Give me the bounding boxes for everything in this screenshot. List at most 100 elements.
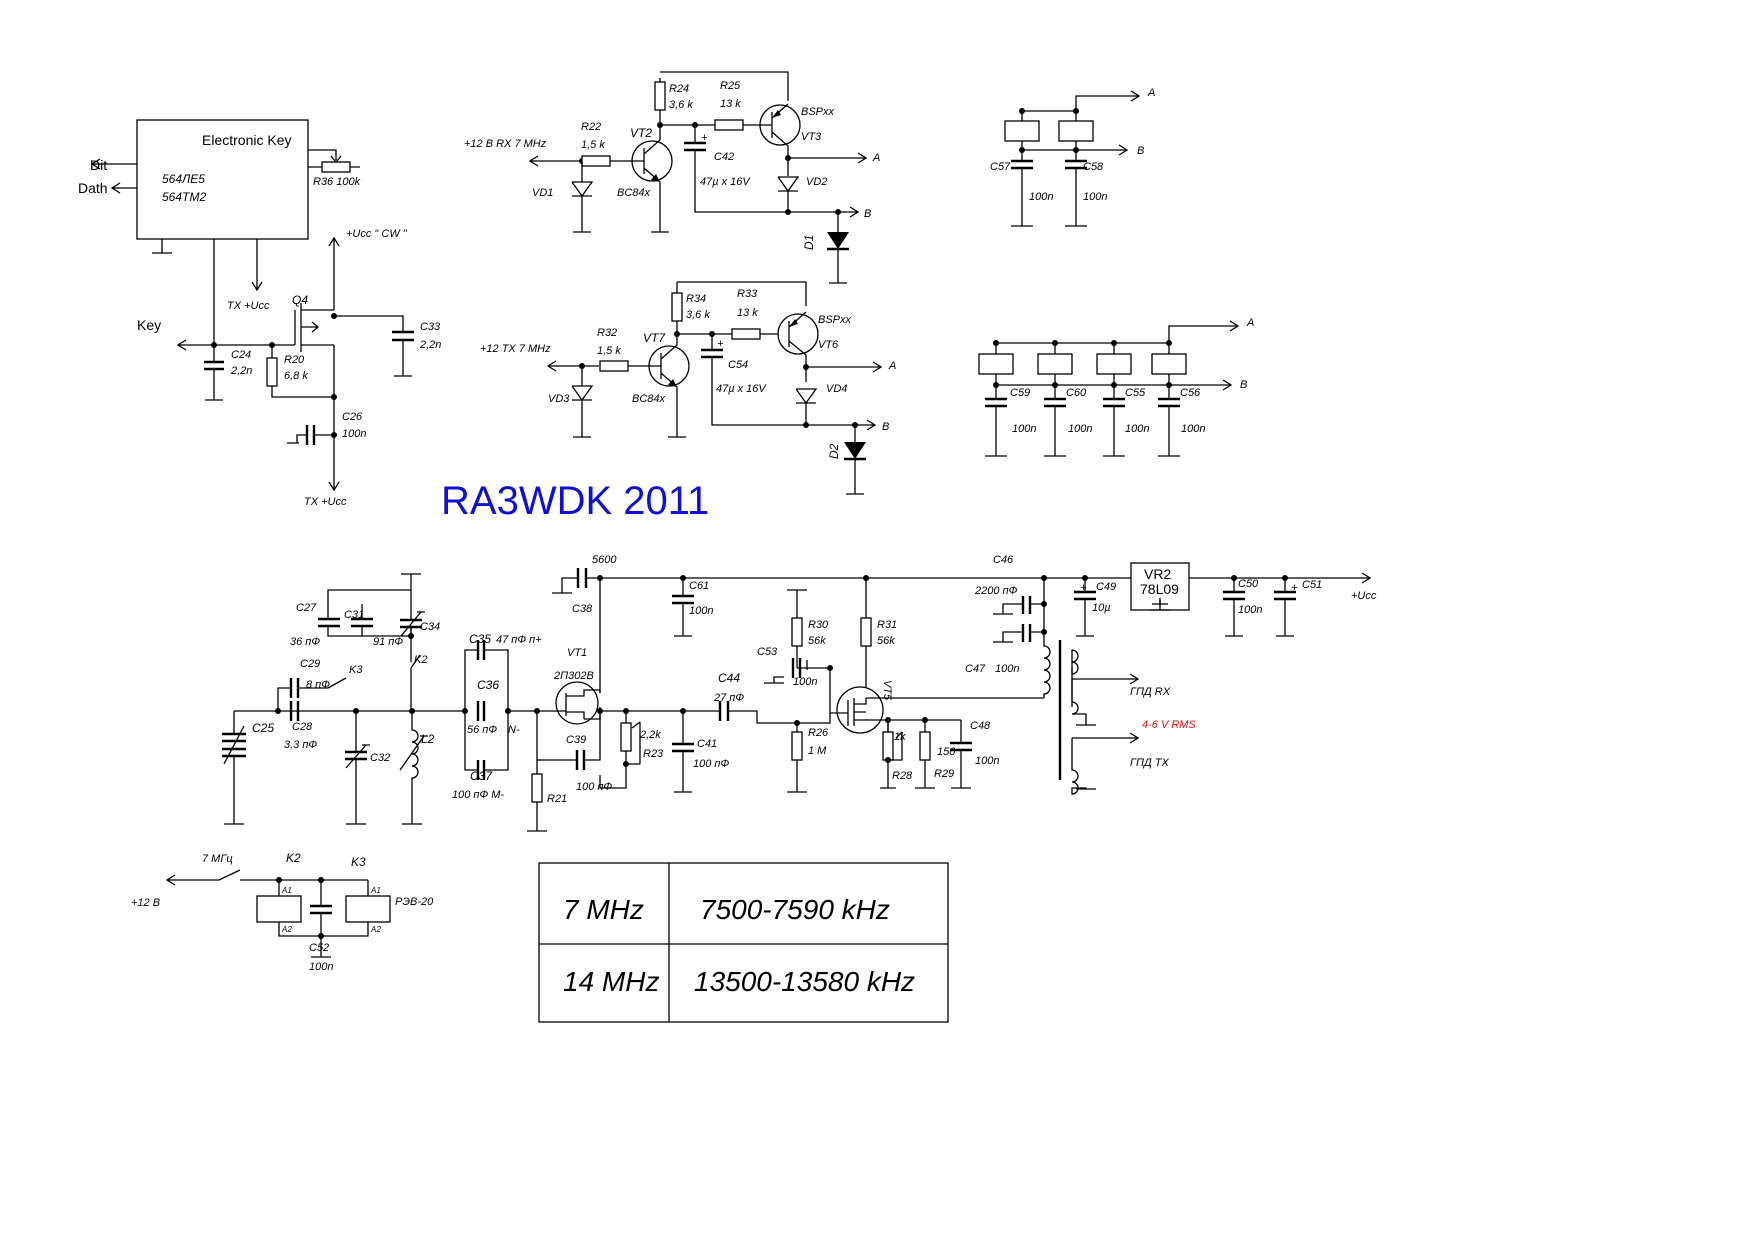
- vd3-label: VD3: [548, 393, 570, 405]
- vt1-label: VT1: [567, 647, 587, 659]
- c52-value: 100n: [309, 961, 333, 973]
- table-frame: [538, 862, 949, 1023]
- r20-value: 6,8 k: [284, 370, 308, 382]
- 7mhz-label: 7 МГц: [202, 853, 233, 865]
- bspxx-label-1: BSPxx: [801, 106, 835, 118]
- tx-ucc-label-2: TX +Ucc: [304, 496, 347, 508]
- relay-1b: [1058, 120, 1094, 142]
- tx-input-label: +12 TX 7 MHz: [480, 343, 551, 355]
- vd1-label: VD1: [532, 187, 553, 199]
- b-label-4: B: [1240, 379, 1247, 391]
- c49-plus: +: [1080, 582, 1087, 594]
- r23-value: 2,2k: [639, 729, 661, 741]
- c57-label: C57: [990, 161, 1011, 173]
- vt7-label: VT7: [643, 331, 666, 345]
- r24-resistor: [654, 81, 666, 111]
- relay-2d: [1151, 353, 1187, 375]
- r31-value: 56k: [877, 635, 895, 647]
- vt3-label: VT3: [801, 131, 822, 143]
- c34-label: C34: [420, 621, 440, 633]
- r23-resistor: [620, 722, 632, 752]
- relay-2c: [1096, 353, 1132, 375]
- r33-label: R33: [737, 288, 758, 300]
- bc84x-label-2: BC84x: [632, 393, 666, 405]
- r30-value: 56k: [808, 635, 826, 647]
- r31-resistor: [860, 617, 872, 647]
- r30-resistor: [791, 617, 803, 647]
- c42-plus: +: [701, 132, 708, 144]
- c42-value: 47µ x 16V: [700, 176, 751, 188]
- c44-label: C44: [718, 671, 740, 685]
- r28-value: 1k: [894, 731, 906, 743]
- c54-plus: +: [717, 338, 724, 350]
- r26-value: 1 M: [808, 745, 827, 757]
- ic1-label: 564ЛЕ5: [162, 172, 205, 186]
- vt6-label: VT6: [818, 339, 839, 351]
- r33-value: 13 k: [737, 307, 758, 319]
- c24-value: 2,2n: [230, 365, 252, 377]
- r23-label: R23: [643, 748, 664, 760]
- c37-value: 100 пФ М-: [452, 789, 504, 801]
- c31-label: C31: [344, 609, 364, 621]
- r29-value: 150: [937, 746, 956, 758]
- table-row-2-range: 13500-13580 kHz: [694, 966, 915, 997]
- c49-label: C49: [1096, 581, 1116, 593]
- c54-value: 47µ x 16V: [716, 383, 767, 395]
- b-label-2: B: [882, 421, 889, 433]
- electronic-key-ic: [136, 119, 309, 240]
- relay-2-caps: [985, 397, 1180, 457]
- c39-label: C39: [566, 734, 586, 746]
- c47-value: 100n: [995, 663, 1019, 675]
- c44-value: 27 пФ: [713, 692, 744, 704]
- tx-ucc-label-1: TX +Ucc: [227, 300, 270, 312]
- vr2-regulator: [1130, 562, 1190, 611]
- tx-switch-section: +12 TX 7 MHz R32 1,5 k VD3 VT7 BC84x R34…: [480, 281, 896, 495]
- q4-label: Q4: [292, 293, 308, 307]
- relay-group-2: A B C59 C60 C55 C56 100n 100n 100n 100n: [978, 317, 1254, 457]
- a-label-3: A: [1147, 87, 1155, 99]
- c46-label: C46: [993, 554, 1014, 566]
- vd4-label: VD4: [826, 383, 847, 395]
- c37-label: C37: [470, 769, 493, 783]
- k2-pin-a2: A2: [281, 925, 292, 934]
- vr2-label: VR2: [1144, 566, 1171, 582]
- c59-value: 100n: [1012, 423, 1036, 435]
- c46-value: 2200 пФ: [974, 585, 1018, 597]
- r34-value: 3,6 k: [686, 309, 710, 321]
- r22-resistor: [581, 155, 611, 167]
- electronic-key-label: Electronic Key: [202, 132, 291, 148]
- keyer-section: Electronic Key 564ЛЕ5 564ТМ2 Dit Dath R3…: [78, 119, 441, 508]
- c35-label: C35: [469, 632, 491, 646]
- ucc-label: +Ucc: [1351, 590, 1377, 602]
- c31-value: 91 пФ: [373, 636, 403, 648]
- c41-value: 100 пФ: [693, 758, 729, 770]
- c60-label: C60: [1066, 387, 1087, 399]
- r29-resistor: [919, 731, 931, 761]
- relay-1a: [1004, 120, 1040, 142]
- vt1-type: 2П302В: [553, 670, 594, 682]
- b-label-1: B: [864, 208, 871, 220]
- c25-label: C25: [252, 721, 274, 735]
- vt5-label: VT5: [881, 680, 893, 701]
- r28-label: R28: [892, 770, 913, 782]
- vt2-label: VT2: [630, 126, 652, 140]
- c26-value: 100n: [342, 428, 366, 440]
- c42-label: C42: [714, 151, 734, 163]
- c38-label: C38: [572, 603, 593, 615]
- table-row-2-band: 14 MHz: [563, 966, 659, 997]
- r32-value: 1,5 k: [597, 345, 621, 357]
- frequency-table: 7 MHz 7500-7590 kHz 14 MHz 13500-13580 k…: [538, 862, 949, 1023]
- c36-label: C36: [477, 678, 499, 692]
- c24-label: C24: [231, 349, 251, 361]
- c51-label: C51: [1302, 579, 1322, 591]
- r26-label: R26: [808, 727, 829, 739]
- r21-resistor: [531, 773, 543, 803]
- dath-label: Dath: [78, 180, 108, 196]
- c60-value: 100n: [1068, 423, 1092, 435]
- key-label: Key: [137, 317, 161, 333]
- c59-label: C59: [1010, 387, 1030, 399]
- c48-value: 100n: [975, 755, 999, 767]
- c55-value: 100n: [1125, 423, 1149, 435]
- a-label-2: A: [888, 360, 896, 372]
